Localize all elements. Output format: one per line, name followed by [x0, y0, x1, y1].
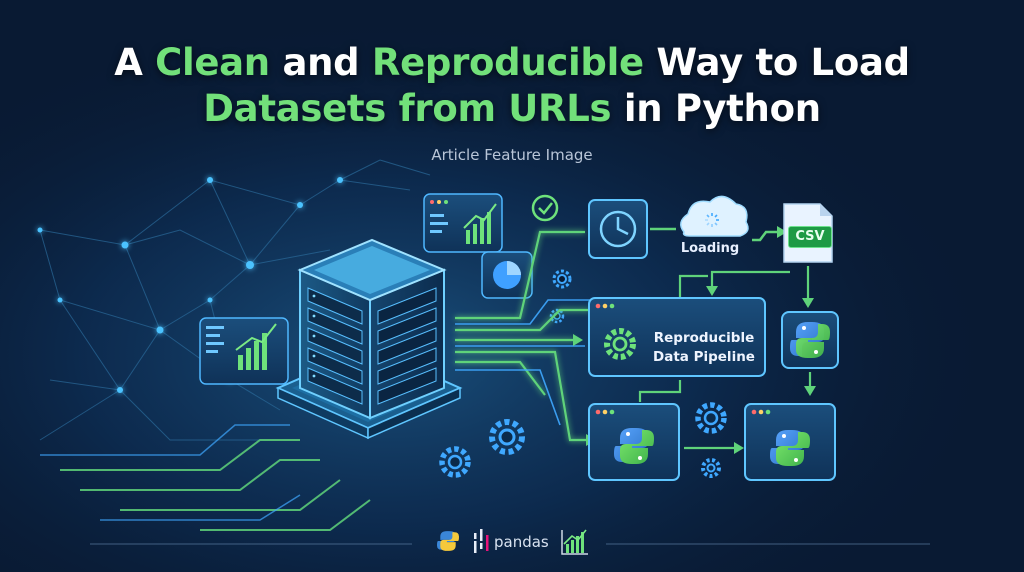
connector-cloud-csv: [752, 230, 778, 242]
pipeline-label-line1: Reproducible: [653, 330, 755, 346]
gear-icon-mid-1: [695, 402, 727, 434]
chart-icon: [561, 529, 588, 555]
data-flow-lines: [455, 230, 590, 442]
loading-label: Loading: [680, 241, 740, 256]
title-part: Way to Load: [643, 41, 910, 84]
title-highlight: Reproducible: [371, 41, 644, 84]
gear-icon-pipeline: [604, 328, 636, 360]
checkmark-icon: [531, 194, 559, 222]
python-window-left: [588, 403, 680, 481]
python-icon: [614, 428, 654, 464]
pandas-logo-icon: [474, 529, 489, 553]
left-chart-panel: [199, 317, 289, 385]
pandas-label: pandas: [494, 533, 549, 551]
gear-icon-large-2: [439, 446, 471, 478]
title-part: and: [269, 41, 372, 84]
connector-pipeline-down: [638, 380, 682, 402]
subtitle: Article Feature Image: [431, 146, 593, 164]
title-part: in Python: [611, 87, 821, 130]
gear-icon-mid-2: [701, 458, 721, 478]
server-icon: [297, 238, 447, 420]
cloud-icon: [680, 195, 749, 237]
pie-chart-panel: [481, 251, 533, 299]
title-highlight: Datasets from URLs: [203, 87, 612, 130]
title-highlight: Clean: [155, 41, 270, 84]
pipeline-label: Reproducible Data Pipeline: [644, 329, 764, 367]
python-icon: [790, 322, 830, 358]
python-icon: [770, 430, 810, 466]
left-chart-icon: [238, 333, 267, 370]
pipeline-label-line2: Data Pipeline: [653, 349, 755, 365]
title-part: A: [114, 41, 156, 84]
csv-label: CSV: [788, 226, 832, 248]
clock-icon: [599, 210, 637, 248]
circuit-traces: [60, 439, 371, 531]
clock-box: [588, 199, 648, 259]
loading-spinner: [705, 213, 719, 227]
pipeline-box: [588, 297, 766, 377]
circuit-traces-blue: [40, 424, 301, 521]
connector-csv-loop: [678, 266, 810, 300]
data-flow-lines-blue: [455, 299, 590, 426]
gear-icon-small-1: [552, 269, 572, 289]
top-chart-panel: [423, 193, 503, 253]
python-icon: [437, 531, 459, 551]
python-window-right: [744, 403, 836, 481]
python-box-top: [781, 311, 839, 369]
gear-icon-large-1: [489, 419, 525, 455]
